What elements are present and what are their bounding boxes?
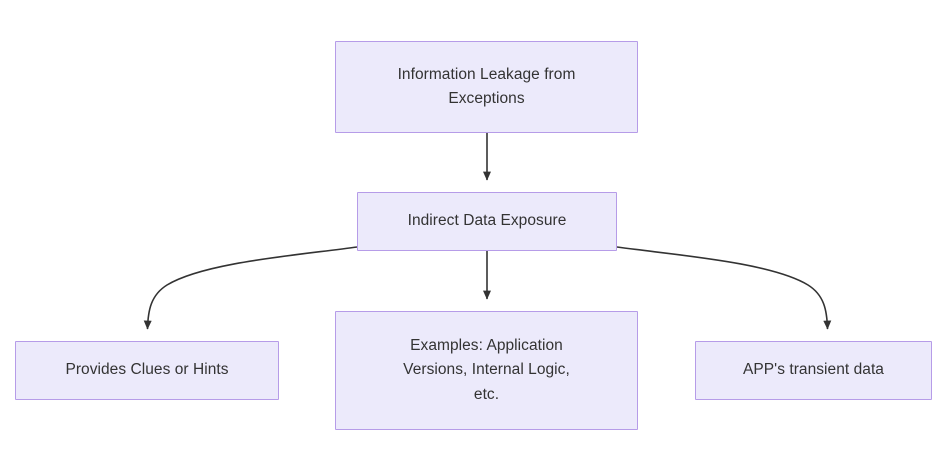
edge-indirect-to-transient	[616, 246, 832, 330]
flow-node-information-leakage-from-exceptions[interactable]: Information Leakage from Exceptions	[335, 41, 638, 133]
flow-node-label: Indirect Data Exposure	[407, 212, 567, 230]
flow-node-provides-clues-or-hints[interactable]: Provides Clues or Hints	[15, 341, 279, 400]
flow-node-label: APP's transient data	[743, 361, 884, 379]
flow-node-examples-application-versions[interactable]: Examples: Application Versions, Internal…	[335, 311, 638, 430]
edge-indirect-to-clues	[143, 246, 358, 330]
flow-node-indirect-data-exposure[interactable]: Indirect Data Exposure	[357, 192, 617, 251]
flow-node-label: Information Leakage from Exceptions	[397, 65, 576, 107]
flow-node-app-transient-data[interactable]: APP's transient data	[695, 341, 932, 400]
flow-node-label: Examples: Application Versions, Internal…	[403, 337, 570, 403]
flow-node-label: Provides Clues or Hints	[65, 361, 229, 379]
